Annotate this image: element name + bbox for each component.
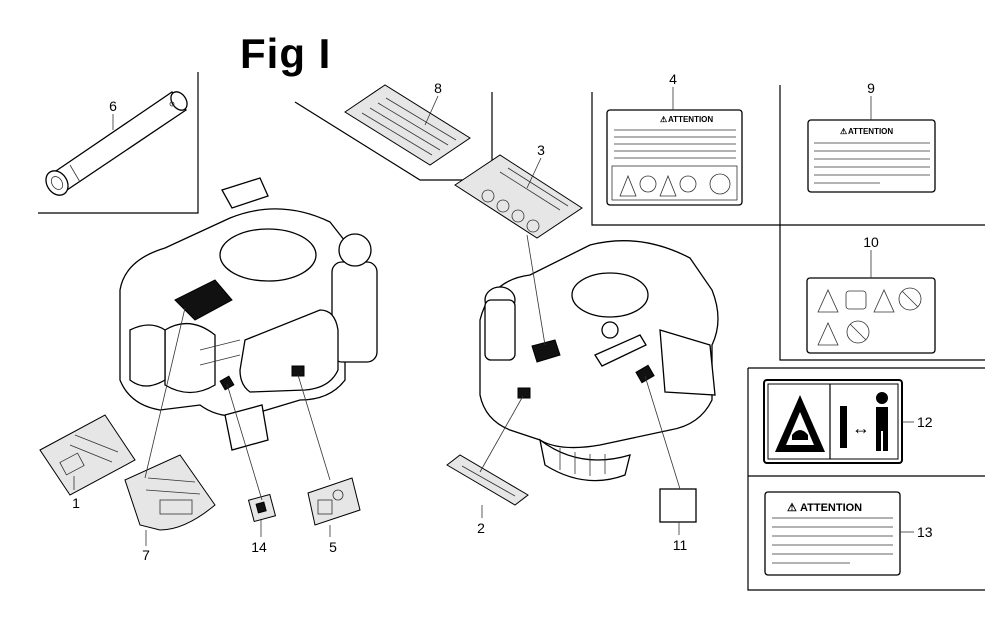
engine-left — [119, 177, 378, 451]
callout-11: 11 — [673, 537, 688, 553]
callout-8: 8 — [434, 80, 442, 96]
callout-5: 5 — [329, 539, 337, 555]
part-14-decal — [247, 493, 277, 523]
part-10-label — [806, 277, 936, 354]
svg-text:⚠: ⚠ — [660, 115, 667, 124]
callout-numbers: 1 2 3 4 5 6 7 8 9 10 11 12 13 14 — [72, 71, 933, 563]
part-9-attention-text: ATTENTION — [848, 127, 893, 136]
part-11-decal — [659, 488, 697, 523]
callout-9: 9 — [867, 80, 875, 96]
part-7-decal — [124, 454, 216, 531]
callout-1: 1 — [72, 495, 80, 511]
part-5-decal — [307, 477, 361, 526]
part-6-tool — [45, 91, 188, 196]
leader-lines — [73, 87, 914, 546]
callout-4: 4 — [669, 71, 677, 87]
part-3-label — [454, 154, 583, 239]
part-9-label: ⚠ ATTENTION — [807, 119, 936, 193]
part-13-attention-text: ATTENTION — [800, 502, 862, 514]
callout-10: 10 — [863, 234, 879, 250]
section-dividers — [38, 72, 985, 591]
callout-7: 7 — [142, 547, 150, 563]
part-8-label — [344, 84, 471, 166]
callout-6: 6 — [109, 98, 117, 114]
callout-13: 13 — [917, 524, 933, 540]
part-4-label: ⚠ ATTENTION — [606, 109, 743, 206]
part-4-attention-text: ATTENTION — [668, 115, 713, 124]
part-2-decal — [446, 454, 529, 506]
callout-14: 14 — [251, 539, 267, 555]
svg-text:↔: ↔ — [852, 418, 870, 438]
part-13-label: ⚠ ATTENTION — [764, 491, 901, 576]
svg-text:⚠: ⚠ — [840, 127, 847, 136]
svg-text:⚠: ⚠ — [787, 502, 797, 514]
part-1-decal — [39, 414, 136, 496]
callout-12: 12 — [917, 414, 933, 430]
figure-title: Fig I — [240, 30, 332, 77]
part-12-label: ↔ — [763, 379, 903, 464]
callout-3: 3 — [537, 142, 545, 158]
callout-2: 2 — [477, 520, 485, 536]
engine-right — [479, 240, 719, 482]
